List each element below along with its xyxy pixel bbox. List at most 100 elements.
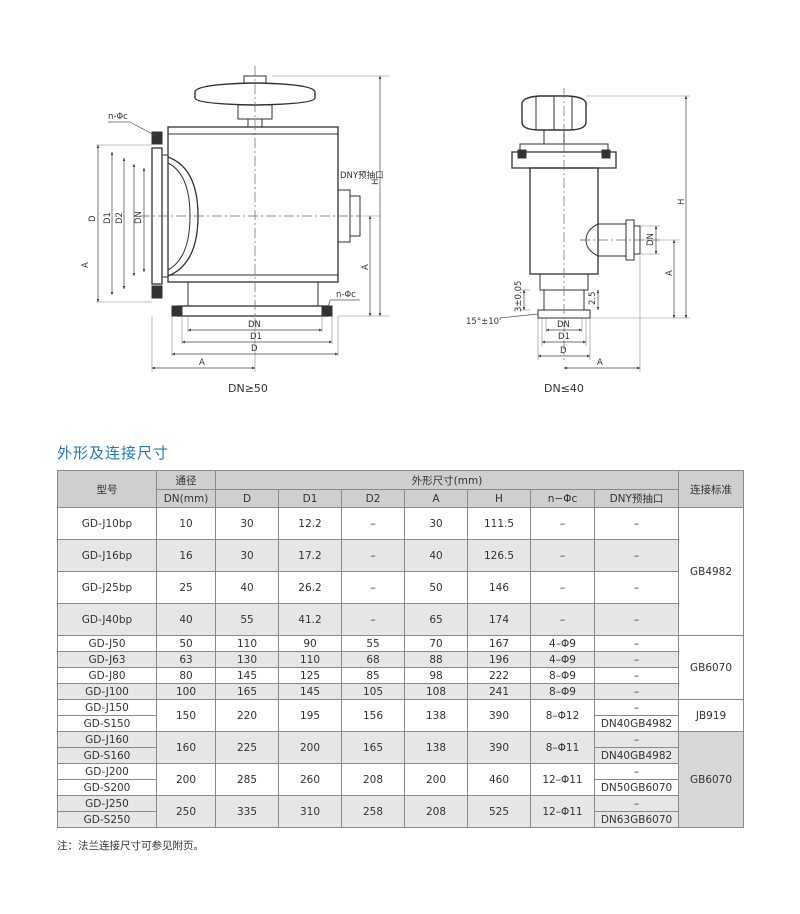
cell-dny: –	[593, 763, 680, 780]
label-dny-port: DNY预抽口	[340, 170, 384, 181]
table-row: GD-S250 DN63GB6070	[57, 811, 744, 828]
technical-drawing: n-Φc n-Φc DNY预抽口 H A D D1 D2 DN A DN D1 …	[81, 66, 690, 395]
cell-d: 30	[215, 539, 279, 572]
cell-h: 167	[467, 635, 531, 652]
cell-d1: 41.2	[278, 603, 342, 636]
cell-nphic: 4–Φ9	[530, 635, 595, 652]
header-dims: 外形尺寸(mm)	[214, 470, 680, 490]
caption-left: DN≥50	[228, 382, 268, 395]
cell-d2: 208	[341, 763, 405, 796]
cell-nphic: 8–Φ9	[530, 667, 595, 684]
cell-d: 225	[215, 731, 279, 764]
cell-model: GD-J80	[57, 667, 157, 684]
section-title: 外形及连接尺寸	[57, 444, 170, 462]
label-a-right: A	[361, 264, 371, 270]
label-dn-right: DN	[646, 233, 656, 246]
cell-h: 222	[467, 667, 531, 684]
cell-a: 40	[404, 539, 468, 572]
cell-d: 335	[215, 795, 279, 828]
cell-dny: –	[593, 539, 680, 572]
cell-dny: DN50GB6070	[593, 779, 680, 796]
cell-d2: –	[341, 507, 405, 540]
cell-d2: 105	[341, 683, 405, 700]
table-row: GD-J150 150 220 195 156 138 390 8–Φ12 – …	[57, 699, 745, 732]
cell-dn: 50	[156, 635, 216, 652]
cell-dny: DN63GB6070	[593, 811, 680, 828]
label-h-right: H	[677, 199, 687, 205]
label-tol-2-5: 2.5	[588, 291, 598, 305]
cell-nphic: 12–Φ11	[530, 763, 595, 796]
cell-d1: 195	[278, 699, 342, 732]
cell-model: GD-S200	[57, 779, 157, 796]
cell-h: 390	[467, 699, 531, 732]
cell-nphic: 4–Φ9	[530, 651, 595, 668]
header-h: H	[467, 489, 531, 508]
cell-d1: 12.2	[278, 507, 342, 540]
table-row: GD-J50 50 110 90 55 70 167 4–Φ9 – GB6070	[57, 635, 745, 700]
cell-dny: –	[593, 683, 680, 700]
header-nphic: n−Φc	[530, 489, 595, 508]
cell-model: GD-J10bp	[57, 507, 157, 540]
cell-dn: 100	[156, 683, 216, 700]
label-h-left: H	[371, 179, 381, 185]
cell-dny: –	[593, 795, 680, 812]
cell-nphic: –	[530, 539, 595, 572]
table-row: GD-J16bp 16 30 17.2 – 40 126.5 – –	[57, 539, 744, 572]
cell-model: GD-J150	[57, 699, 157, 716]
cell-dn: 40	[156, 603, 216, 636]
cell-dny: –	[593, 507, 680, 540]
cell-d1: 26.2	[278, 571, 342, 604]
cell-d2: 156	[341, 699, 405, 732]
cell-d: 110	[215, 635, 279, 652]
header-a: A	[404, 489, 468, 508]
cell-d1: 145	[278, 683, 342, 700]
cell-model: GD-J63	[57, 651, 157, 668]
table-row: GD-J10bp 10 30 12.2 – 30 111.5 – – GB498…	[57, 507, 745, 636]
cell-standard: GB6070	[678, 635, 745, 700]
cell-d1: 200	[278, 731, 342, 764]
cell-standard: GB6070	[678, 731, 745, 828]
cell-dny: –	[593, 667, 680, 684]
label-a-bottom-right: A	[597, 358, 603, 368]
table-row: GD-J80 80 145 125 85 98 222 8–Φ9 –	[57, 667, 744, 684]
cell-model: GD-S250	[57, 811, 157, 828]
cell-d: 55	[215, 603, 279, 636]
cell-nphic: –	[530, 603, 595, 636]
cell-dn: 150	[156, 699, 216, 732]
label-d1-bottom-right: D1	[558, 332, 570, 342]
label-d-bottom-left: D	[251, 344, 258, 354]
cell-a: 138	[404, 731, 468, 764]
table-row: GD-J25bp 25 40 26.2 – 50 146 – –	[57, 571, 744, 604]
cell-model: GD-J16bp	[57, 539, 157, 572]
cell-dny: –	[593, 731, 680, 748]
label-a-bottom-left: A	[199, 358, 205, 368]
cell-dn: 160	[156, 731, 216, 764]
table-row: GD-S150 DN40GB4982	[57, 715, 744, 732]
cell-model: GD-J100	[57, 683, 157, 700]
cell-model: GD-S160	[57, 747, 157, 764]
cell-model: GD-J250	[57, 795, 157, 812]
header-dny: DNY预抽口	[593, 489, 680, 508]
cell-d1: 17.2	[278, 539, 342, 572]
cell-model: GD-J50	[57, 635, 157, 652]
header-bore-unit: DN(mm)	[156, 489, 216, 508]
cell-standard: JB919	[678, 699, 745, 732]
cell-standard: GB4982	[678, 507, 745, 636]
cell-model: GD-J160	[57, 731, 157, 748]
cell-a: 98	[404, 667, 468, 684]
label-nphic-top: n-Φc	[108, 112, 128, 122]
header-standard: 连接标准	[678, 470, 745, 508]
cell-nphic: 8–Φ12	[530, 699, 595, 732]
table-row: GD-J40bp 40 55 41.2 – 65 174 – –	[57, 603, 744, 636]
cell-d2: –	[341, 539, 405, 572]
cell-d: 130	[215, 651, 279, 668]
cell-d: 220	[215, 699, 279, 732]
cell-model: GD-J25bp	[57, 571, 157, 604]
cell-a: 108	[404, 683, 468, 700]
label-d-bottom-right: D	[560, 346, 567, 356]
right-dimension-lines	[522, 95, 688, 370]
label-nphic-bottom: n-Φc	[336, 290, 356, 300]
table-row: GD-S160 DN40GB4982	[57, 747, 744, 764]
cell-d: 285	[215, 763, 279, 796]
label-dn-left: DN	[134, 211, 144, 224]
